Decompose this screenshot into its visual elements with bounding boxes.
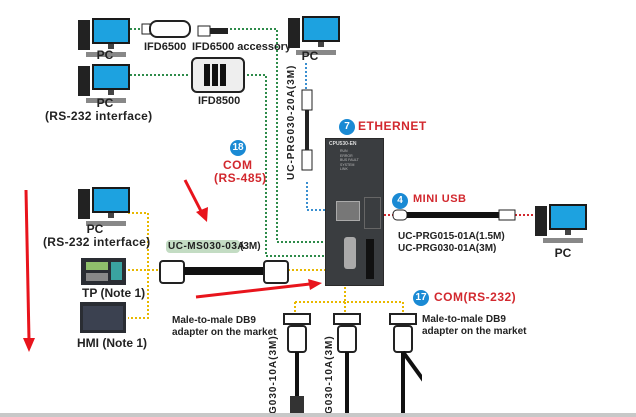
ms-cable-highlight — [166, 240, 240, 253]
ms-cable-code: UC-MS030-03A — [168, 241, 246, 252]
cpu-module-leds: RUN ERROR BUS FAULT SYSTEM LINK — [340, 149, 359, 171]
pc-interface-label: (RS-232 interface) — [43, 235, 151, 249]
arrow-head-to-module — [308, 279, 322, 290]
arrow-head-diagonal — [196, 207, 208, 222]
usb-cable-icon — [392, 209, 516, 221]
usb-cable-label: UC-PRG030-01A(3M) — [398, 243, 497, 254]
pc-label: PC — [96, 48, 114, 62]
pc-label: PC — [301, 49, 319, 63]
adapter-note-line2: adapter on the market — [172, 327, 277, 338]
arrow-diagonal — [183, 179, 204, 214]
ifd6500-label: IFD6500 — [144, 41, 187, 53]
pc-interface-label: (RS-232 interface) — [45, 109, 153, 123]
com232-port-number: 17 — [413, 290, 429, 306]
ifd8500-label: IFD8500 — [198, 95, 241, 107]
tp-icon — [81, 258, 126, 285]
rs232-cable-label: G030-10A(3M) — [268, 335, 279, 414]
pc-icon — [288, 16, 340, 55]
ifd8500-icon — [191, 57, 245, 93]
adapter-note-line2: adapter on the market — [422, 326, 527, 337]
ethernet-cable-icon — [301, 89, 313, 171]
pc-icon — [78, 64, 130, 103]
com485-port-label: COM — [223, 158, 253, 172]
cpu-module: CPU530-EN RUN ERROR BUS FAULT SYSTEM LIN… — [325, 138, 384, 286]
adapter-note-line1: Male-to-male DB9 — [172, 315, 256, 326]
mini-usb-port-label: MINI USB — [413, 193, 467, 205]
arrow-down-left — [24, 189, 31, 341]
rs232-line-pc — [128, 212, 149, 319]
pc-icon — [78, 187, 130, 226]
ms-cable-length: (3M) — [240, 241, 261, 252]
ethernet-line-module — [306, 182, 336, 211]
hmi-icon — [80, 302, 126, 333]
rs232-line-branch — [295, 301, 404, 312]
rs232-cable-label: G030-10A(3M) — [324, 335, 335, 414]
card-slot — [366, 239, 374, 279]
com232-port-label: COM(RS-232) — [434, 290, 517, 304]
mini-usb-port-number: 4 — [392, 193, 408, 209]
pc-label: PC — [554, 246, 572, 260]
mini-usb-port — [364, 197, 381, 229]
pc-icon — [78, 18, 130, 57]
ifd6500-accessory-label: IFD6500 accessory — [192, 41, 292, 53]
ifd6500-icon — [141, 20, 228, 38]
arrow-to-module — [195, 282, 311, 299]
adapter-note-line1: Male-to-male DB9 — [422, 314, 506, 325]
arrow-head-down-left — [23, 338, 35, 352]
hmi-label: HMI (Note 1) — [77, 336, 147, 350]
tp-label: TP (Note 1) — [82, 286, 146, 300]
cpu-module-title: CPU530-EN — [329, 141, 357, 147]
pc-label: PC — [96, 96, 114, 110]
bottom-scrollbar-edge — [0, 413, 636, 417]
ms-cable-icon — [159, 260, 289, 284]
ethernet-port-label: ETHERNET — [358, 119, 427, 133]
rs485-line-accessory — [226, 28, 330, 243]
com485-port-number: 18 — [230, 140, 246, 156]
usb-cable-label: UC-PRG015-01A(1.5M) — [398, 231, 505, 242]
rs232-cables-icon — [283, 313, 422, 414]
ethernet-port-number: 7 — [339, 119, 355, 135]
ethernet-cable-label: UC-PRG030-20A(3M) — [286, 64, 297, 180]
pc-label: PC — [86, 222, 104, 236]
pc-icon — [535, 204, 587, 243]
db9-port — [344, 237, 356, 269]
ethernet-port — [336, 201, 360, 221]
rs485-line-ifd8500 — [247, 74, 330, 257]
com485-port-sub: (RS-485) — [214, 171, 267, 185]
